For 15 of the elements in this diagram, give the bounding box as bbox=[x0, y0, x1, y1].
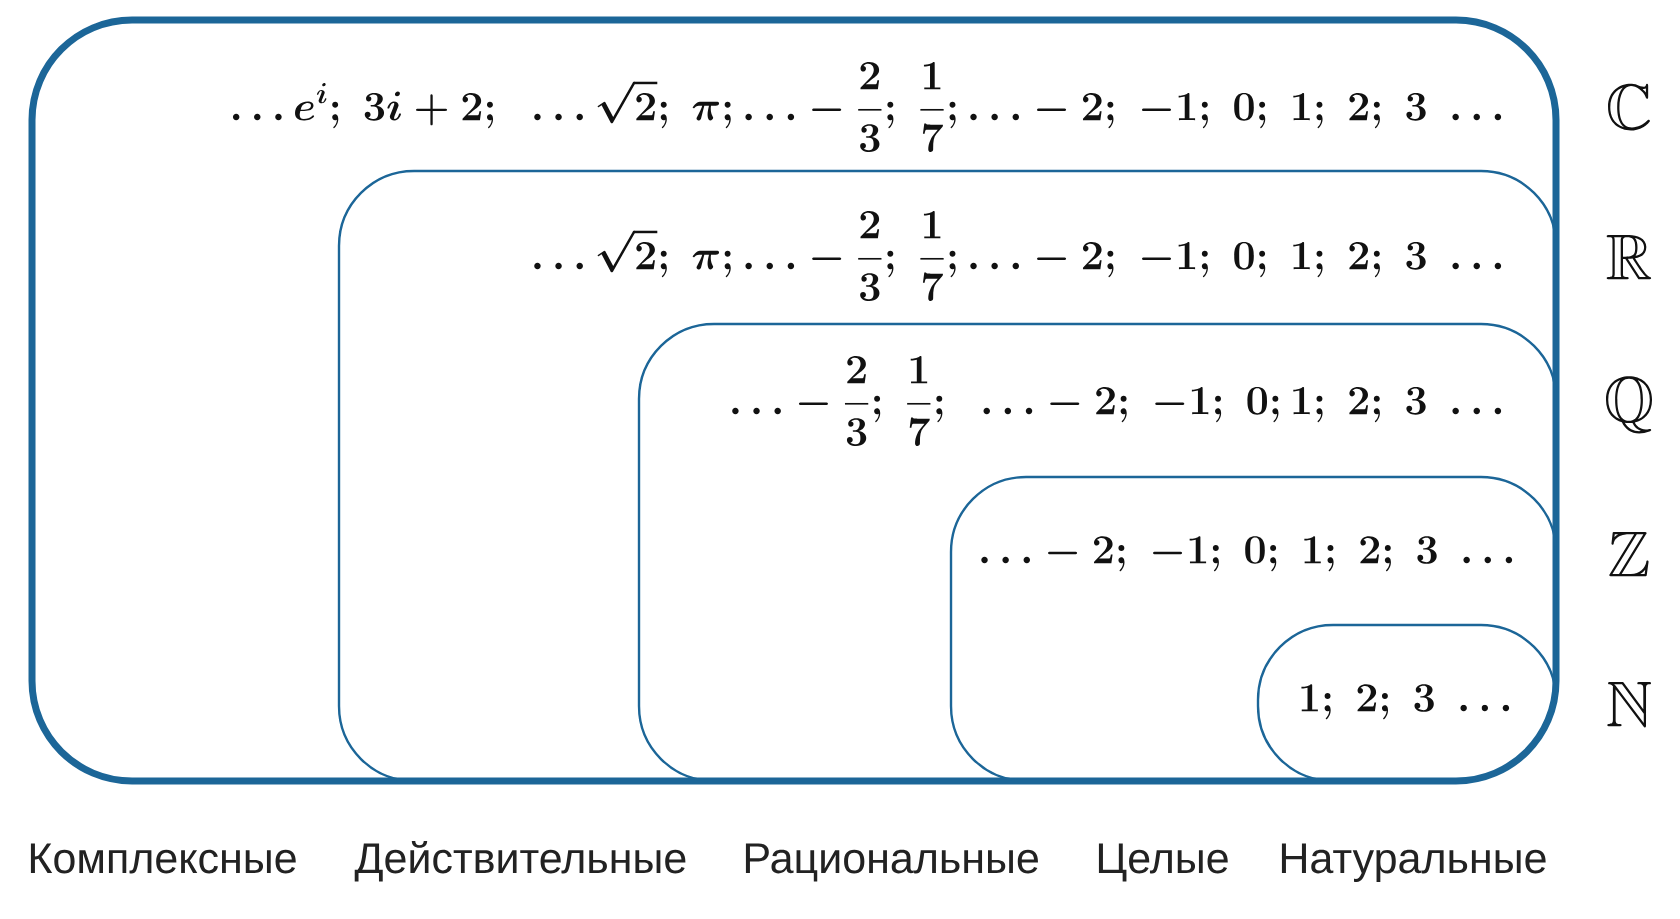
number-list: $\ldots -\frac{2}{3};\; \frac{1}{7};\;\; \ldots -2;\; -1;\; 0;1;\; 2;\; 3\; \ldots$ bbox=[732, 356, 1502, 446]
set-name: Действительные bbox=[354, 841, 686, 882]
set-symbol: $\mathbb{C}$ bbox=[1608, 83, 1650, 131]
set-symbol: $\mathbb{Z}$ bbox=[1609, 532, 1649, 577]
set-name: Рациональные bbox=[745, 843, 1038, 882]
number-list: $\ldots\sqrt{2};\; \pi;\ldots -\frac{2}{3};\; \frac{1}{7};\ldots -2;\; -1;\; 0;\; 1;\; 2;\; 3\; \ldots$ bbox=[534, 211, 1502, 301]
set-name: Комплексные bbox=[30, 843, 296, 874]
number-list: $\ldots -2;\; -1;\; 0;\; 1;\; 2;\; 3\; \ldots$ bbox=[981, 536, 1513, 572]
set-name: Целые bbox=[1098, 843, 1228, 882]
set-box: $1;\; 2;\; 3\; \ldots$ bbox=[1256, 623, 1556, 781]
set-name: Натуральные bbox=[1281, 843, 1546, 882]
number-list: $\ldots e^{i};\; 3i+2;\;\; \ldots\sqrt{2};\; \pi;\ldots -\frac{2}{3};\; \frac{1}{7};\ldots -2;\; -1;\; 0;\; 1;\; 2;\; 3\; \ldots$ bbox=[232, 62, 1502, 152]
set-symbol: $\mathbb{N}$ bbox=[1607, 682, 1652, 728]
set-symbol: $\mathbb{R}$ bbox=[1606, 235, 1652, 280]
set-symbol: $\mathbb{Q}$ bbox=[1606, 376, 1653, 434]
